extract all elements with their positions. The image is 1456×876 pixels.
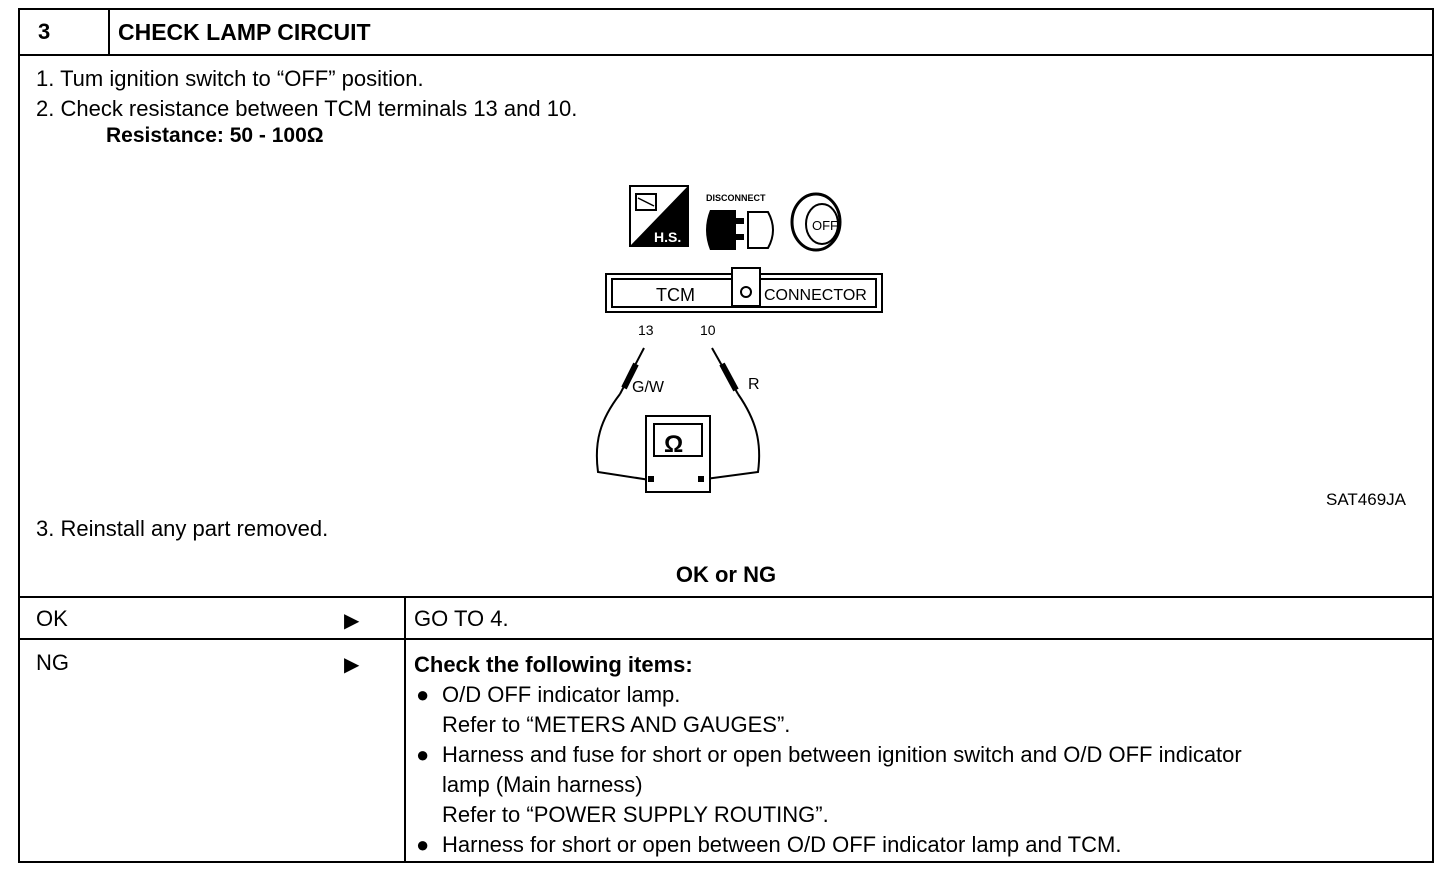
ng-heading: Check the following items:	[414, 652, 693, 677]
step-2: 2. Check resistance between TCM terminal…	[36, 96, 578, 121]
wire-color-gw: G/W	[632, 379, 665, 396]
ng-label: NG	[36, 650, 69, 675]
resistance-spec: Resistance: 50 - 100Ω	[106, 124, 324, 147]
check-table: 3 CHECK LAMP CIRCUIT 1. Tum ignition swi…	[18, 8, 1434, 863]
ok-ng-heading: OK or NG	[675, 562, 777, 587]
list-item: ● Harness and fuse for short or open bet…	[414, 740, 1242, 830]
step-3: 3. Reinstall any part removed.	[36, 516, 329, 541]
divider	[20, 638, 1432, 640]
bullet-icon: ●	[416, 832, 430, 857]
procedure-steps: 1. Tum ignition switch to “OFF” position…	[36, 64, 577, 124]
ohmmeter: Ω	[645, 415, 711, 493]
ng-actions: Check the following items: ● O/D OFF ind…	[414, 650, 1242, 860]
hs-label: H.S.	[654, 229, 681, 245]
column-divider	[404, 598, 406, 861]
connector-label-tcm: TCM	[656, 285, 695, 305]
key-off-label: OFF	[812, 218, 838, 233]
bullet-icon: ●	[416, 742, 430, 767]
list-item: ● Harness for short or open between O/D …	[414, 830, 1242, 860]
test-leads	[595, 347, 761, 481]
terminal-13: 13	[638, 322, 654, 338]
ok-arrow-icon: ▶	[344, 610, 360, 632]
step-1: 1. Tum ignition switch to “OFF” position…	[36, 66, 424, 91]
list-item: ● O/D OFF indicator lamp. Refer to “METE…	[414, 680, 1242, 740]
divider	[20, 596, 1432, 598]
terminal-10: 10	[700, 322, 716, 338]
list-item-text: O/D OFF indicator lamp.	[442, 682, 681, 707]
ok-label: OK	[36, 606, 68, 631]
ng-arrow-icon: ▶	[344, 654, 360, 676]
disconnect-label: DISCONNECT	[706, 193, 766, 203]
disconnect-icon: DISCONNECT	[706, 193, 774, 250]
connector-label: CONNECTOR	[764, 287, 867, 304]
wiring-diagram: H.S. DISCONNECT OFF TCM CONNECTOR 13 10	[595, 185, 883, 493]
table-header: 3 CHECK LAMP CIRCUIT	[20, 10, 1432, 56]
list-item-text: Refer to “POWER SUPPLY ROUTING”.	[442, 802, 829, 827]
ok-action: GO TO 4.	[414, 606, 509, 631]
list-item-text: Harness and fuse for short or open betwe…	[442, 742, 1242, 767]
figure-reference: SAT469JA	[1326, 490, 1407, 509]
list-item-text: Harness for short or open between O/D OF…	[442, 832, 1122, 857]
bullet-icon: ●	[416, 682, 430, 707]
wire-color-r: R	[748, 376, 760, 393]
hs-icon: H.S.	[629, 185, 689, 247]
ohm-symbol: Ω	[664, 431, 683, 458]
page-title: CHECK LAMP CIRCUIT	[118, 19, 371, 45]
tcm-connector: TCM CONNECTOR	[605, 267, 883, 313]
list-item-text: lamp (Main harness)	[442, 772, 643, 797]
ignition-off-icon: OFF	[790, 192, 842, 252]
list-item-text: Refer to “METERS AND GAUGES”.	[442, 712, 791, 737]
step-number: 3	[20, 10, 110, 54]
